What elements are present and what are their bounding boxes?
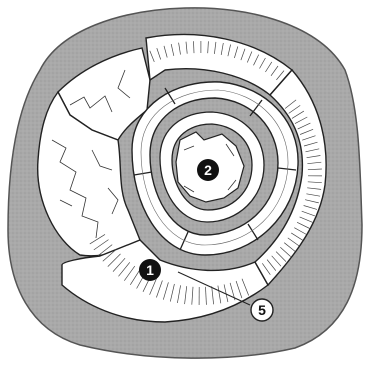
callout-2-label: 2 [204, 162, 212, 178]
callout-1-label: 1 [146, 262, 154, 278]
callout-5-label: 5 [258, 302, 266, 318]
callout-1: 1 [139, 259, 161, 281]
callout-5: 5 [251, 299, 273, 321]
striation-tick [194, 41, 195, 53]
callout-2: 2 [197, 159, 219, 181]
